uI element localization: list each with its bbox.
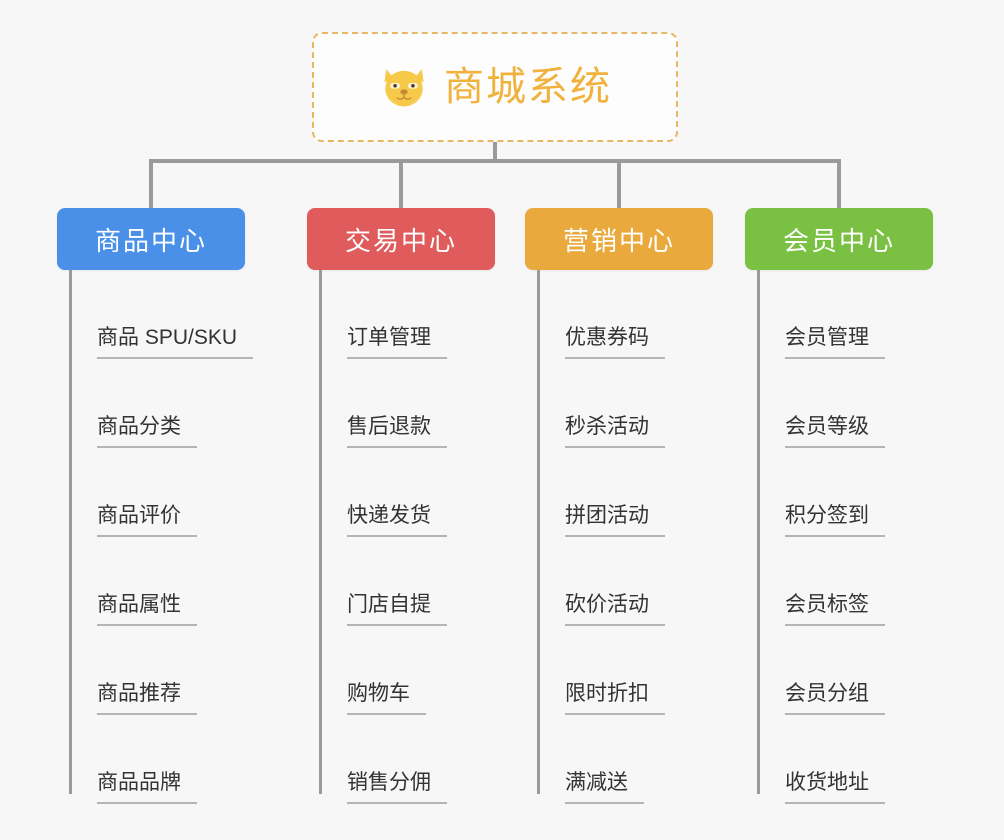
branch-drop-connector	[837, 159, 841, 208]
leaf-item-label: 满减送	[565, 772, 644, 804]
category-box[interactable]: 交易中心	[307, 208, 495, 270]
leaf-item-label: 快递发货	[347, 505, 447, 537]
leaf-item[interactable]: 订单管理	[319, 270, 557, 359]
branch-drop-connector	[149, 159, 153, 208]
leaf-item-label: 限时折扣	[565, 683, 665, 715]
leaf-item-label: 会员等级	[785, 416, 885, 448]
leaf-item[interactable]: 商品 SPU/SKU	[69, 270, 307, 359]
branch-spine-connector	[537, 270, 540, 794]
leaf-item[interactable]: 商品推荐	[69, 626, 307, 715]
leaf-item-label: 购物车	[347, 683, 426, 715]
leaf-item[interactable]: 优惠券码	[537, 270, 775, 359]
leaf-list: 会员管理会员等级积分签到会员标签会员分组收货地址	[757, 270, 995, 804]
leaf-item[interactable]: 会员管理	[757, 270, 995, 359]
leaf-item-label: 销售分佣	[347, 772, 447, 804]
leaf-item[interactable]: 会员等级	[757, 359, 995, 448]
category-box[interactable]: 商品中心	[57, 208, 245, 270]
leaf-item[interactable]: 商品品牌	[69, 715, 307, 804]
leaf-item[interactable]: 快递发货	[319, 448, 557, 537]
branch-spine-connector	[757, 270, 760, 794]
leaf-item-label: 商品推荐	[97, 683, 197, 715]
leaf-item-label: 门店自提	[347, 594, 447, 626]
leaf-item[interactable]: 收货地址	[757, 715, 995, 804]
leaf-list: 订单管理售后退款快递发货门店自提购物车销售分佣	[319, 270, 557, 804]
leaf-item[interactable]: 门店自提	[319, 537, 557, 626]
leaf-item-label: 商品分类	[97, 416, 197, 448]
leaf-item-label: 积分签到	[785, 505, 885, 537]
leaf-item-label: 优惠券码	[565, 327, 665, 359]
leaf-item-label: 收货地址	[785, 772, 885, 804]
leaf-item-label: 会员标签	[785, 594, 885, 626]
root-node[interactable]: 商城系统	[312, 32, 678, 142]
leaf-item-label: 商品 SPU/SKU	[97, 327, 254, 359]
leaf-item-label: 商品属性	[97, 594, 197, 626]
category-box[interactable]: 会员中心	[745, 208, 933, 270]
leaf-item-label: 拼团活动	[565, 505, 665, 537]
leaf-item[interactable]: 商品评价	[69, 448, 307, 537]
leaf-item[interactable]: 销售分佣	[319, 715, 557, 804]
branch-column: 交易中心订单管理售后退款快递发货门店自提购物车销售分佣	[307, 0, 557, 840]
branch-column: 商品中心商品 SPU/SKU 商品分类商品评价商品属性商品推荐商品品牌	[57, 0, 307, 840]
leaf-item-label: 售后退款	[347, 416, 447, 448]
leaf-item[interactable]: 售后退款	[319, 359, 557, 448]
branch-column: 营销中心优惠券码秒杀活动拼团活动砍价活动限时折扣满减送	[525, 0, 775, 840]
leaf-item[interactable]: 满减送	[537, 715, 775, 804]
leaf-item[interactable]: 购物车	[319, 626, 557, 715]
leaf-item-label: 商品评价	[97, 505, 197, 537]
branch-spine-connector	[319, 270, 322, 794]
leaf-item[interactable]: 会员分组	[757, 626, 995, 715]
horizontal-bus-connector	[149, 159, 841, 163]
branch-spine-connector	[69, 270, 72, 794]
branch-drop-connector	[617, 159, 621, 208]
leaf-item[interactable]: 秒杀活动	[537, 359, 775, 448]
leaf-item[interactable]: 限时折扣	[537, 626, 775, 715]
root-title: 商城系统	[444, 65, 612, 109]
leaf-item-label: 商品品牌	[97, 772, 197, 804]
leaf-item-label: 秒杀活动	[565, 416, 665, 448]
leaf-item-label: 会员分组	[785, 683, 885, 715]
leaf-list: 优惠券码秒杀活动拼团活动砍价活动限时折扣满减送	[537, 270, 775, 804]
leaf-item[interactable]: 砍价活动	[537, 537, 775, 626]
leaf-item[interactable]: 会员标签	[757, 537, 995, 626]
branch-column: 会员中心会员管理会员等级积分签到会员标签会员分组收货地址	[745, 0, 995, 840]
leaf-item[interactable]: 商品分类	[69, 359, 307, 448]
leaf-item[interactable]: 积分签到	[757, 448, 995, 537]
shiba-dog-icon	[384, 69, 424, 107]
leaf-list: 商品 SPU/SKU 商品分类商品评价商品属性商品推荐商品品牌	[69, 270, 307, 804]
leaf-item[interactable]: 商品属性	[69, 537, 307, 626]
root-stem-connector	[493, 142, 497, 163]
branch-drop-connector	[399, 159, 403, 208]
leaf-item[interactable]: 拼团活动	[537, 448, 775, 537]
leaf-item-label: 砍价活动	[565, 594, 665, 626]
leaf-item-label: 会员管理	[785, 327, 885, 359]
category-box[interactable]: 营销中心	[525, 208, 713, 270]
leaf-item-label: 订单管理	[347, 327, 447, 359]
